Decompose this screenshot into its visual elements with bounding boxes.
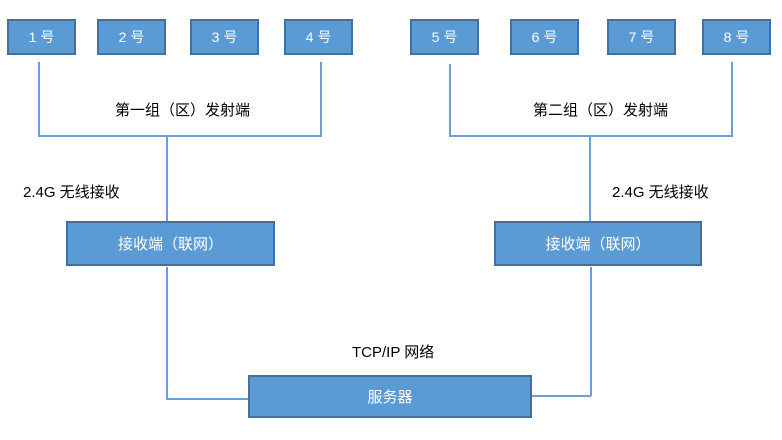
group1-to-receiver-line [166, 135, 168, 222]
group2-to-receiver-line [589, 135, 591, 222]
receiver1-to-server-line [166, 398, 248, 400]
group2-label: 第二组（区）发射端 [533, 102, 669, 119]
receiver-box-group2: 接收端（联网） [494, 221, 702, 266]
group1-bracket-bottom-line [38, 135, 322, 137]
transmitter-box-6: 6 号 [510, 19, 579, 55]
group2-bracket-bottom-line [449, 135, 733, 137]
group1-label: 第一组（区）发射端 [115, 102, 251, 119]
transmitter-box-8: 8 号 [702, 19, 771, 55]
group2-bracket-left-line [449, 64, 451, 135]
receiver2-down-line [590, 267, 592, 396]
receiver1-down-line [166, 267, 168, 399]
server-box: 服务器 [248, 375, 532, 418]
receiver-box-group1: 接收端（联网） [66, 221, 275, 266]
network-label: TCP/IP 网络 [352, 344, 435, 361]
transmitter-box-1: 1 号 [7, 19, 76, 55]
group1-bracket-left-line [38, 62, 40, 135]
group1-wireless-label: 2.4G 无线接收 [23, 184, 120, 201]
group1-bracket-right-line [320, 62, 322, 135]
transmitter-box-7: 7 号 [607, 19, 676, 55]
transmitter-box-2: 2 号 [97, 19, 166, 55]
group2-wireless-label: 2.4G 无线接收 [612, 184, 709, 201]
transmitter-box-4: 4 号 [284, 19, 353, 55]
receiver2-to-server-line [532, 395, 591, 397]
transmitter-box-5: 5 号 [410, 19, 479, 55]
transmitter-box-3: 3 号 [190, 19, 259, 55]
group2-bracket-right-line [731, 62, 733, 135]
